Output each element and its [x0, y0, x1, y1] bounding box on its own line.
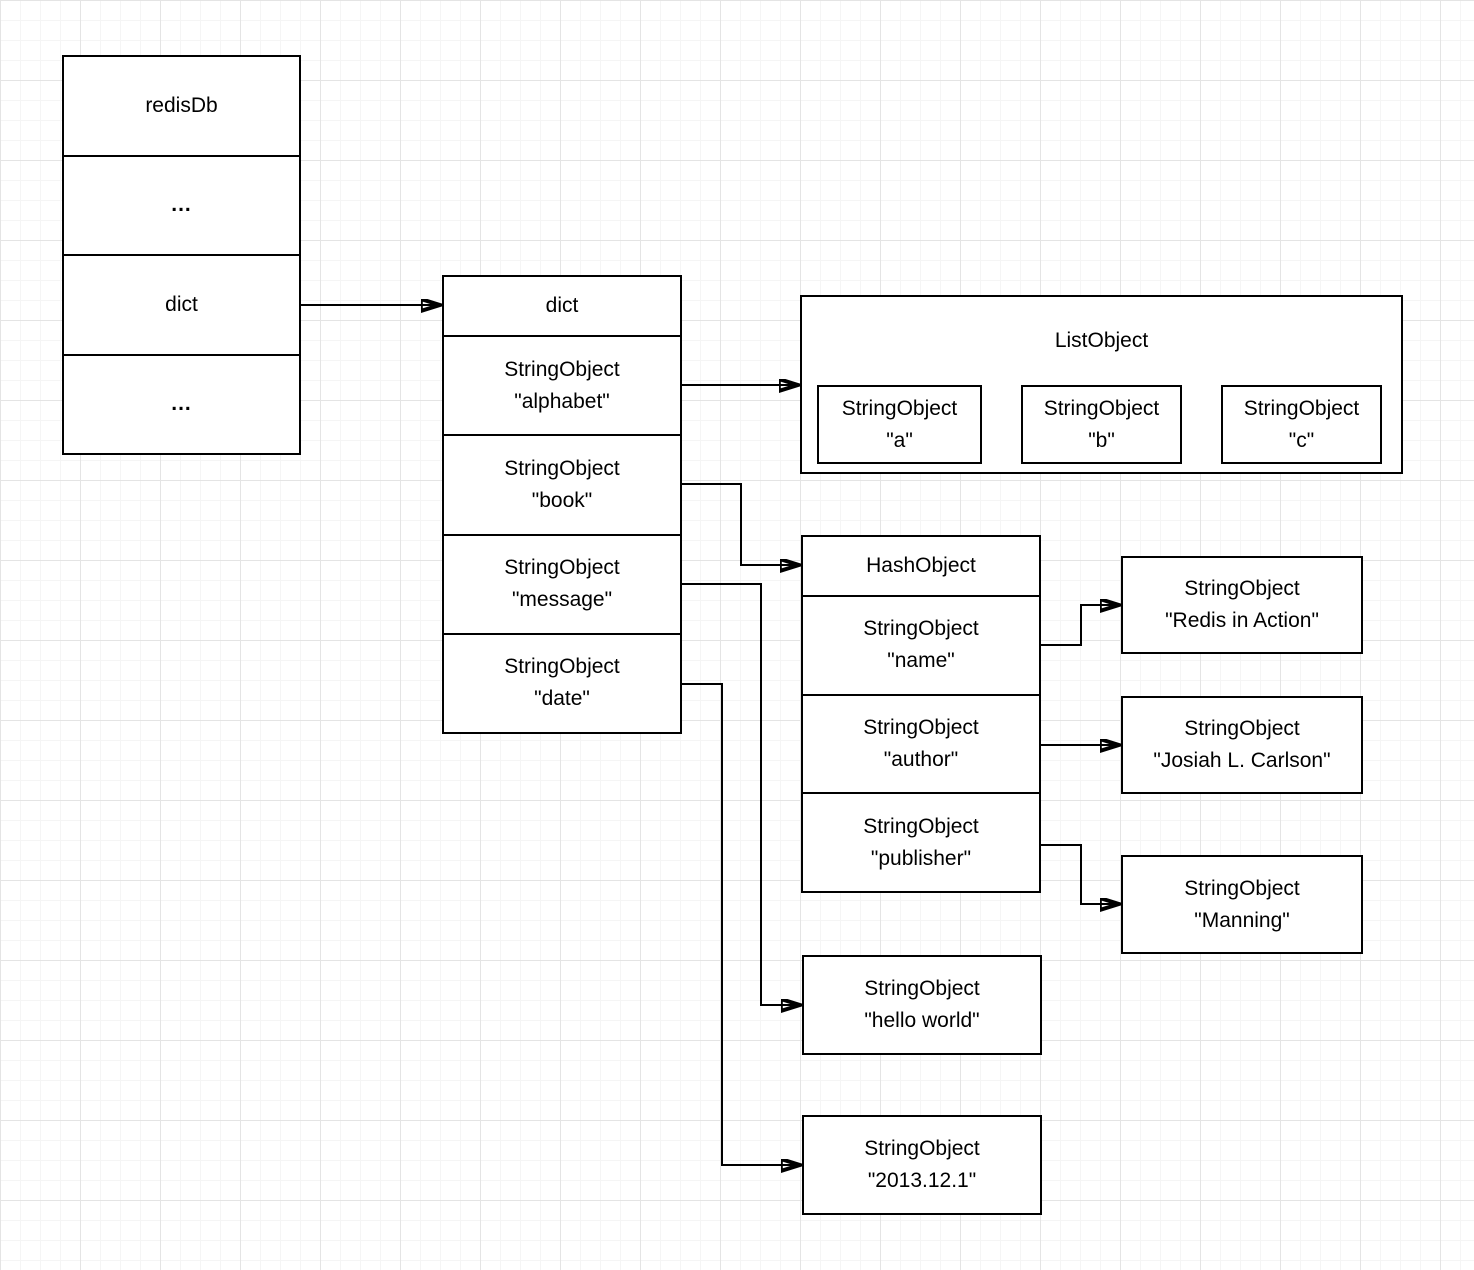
hashobject-node: HashObject StringObject "name" StringObj… — [801, 535, 1041, 893]
object-value: "2013.12.1" — [867, 1169, 977, 1192]
redisdb-title-cell: redisDb — [64, 57, 299, 155]
redisdb-dict-cell: dict — [64, 254, 299, 354]
object-value: "b" — [1088, 428, 1115, 452]
object-type: StringObject — [841, 396, 958, 420]
dict-row-message: StringObject "message" — [444, 533, 680, 633]
object-type: StringObject — [1184, 717, 1300, 740]
redisdb-dict-label: dict — [165, 292, 198, 316]
object-type: StringObject — [1184, 577, 1300, 600]
dict-node: dict StringObject "alphabet" StringObjec… — [442, 275, 682, 734]
stringobject-josiah-carlson: StringObject "Josiah L. Carlson" — [1121, 696, 1363, 794]
arrow-book-to-hashobject — [681, 483, 797, 565]
hashobject-title-cell: HashObject — [803, 537, 1039, 595]
object-type: StringObject — [1043, 396, 1160, 420]
dict-row-book: StringObject "book" — [444, 434, 680, 533]
stringobject-hello-world: StringObject "hello world" — [802, 955, 1042, 1055]
object-type: StringObject — [864, 977, 980, 1000]
redisdb-ellipsis-bottom: ... — [64, 353, 299, 454]
stringobject-redis-in-action: StringObject "Redis in Action" — [1121, 556, 1363, 654]
object-type: StringObject — [504, 456, 620, 480]
object-type: StringObject — [863, 814, 979, 838]
object-value: "book" — [531, 488, 593, 512]
object-value: "date" — [534, 687, 590, 711]
dict-row-alphabet: StringObject "alphabet" — [444, 335, 680, 434]
redisdb-node: redisDb ... dict ... — [62, 55, 301, 455]
object-value: "c" — [1288, 428, 1315, 452]
object-type: StringObject — [1184, 876, 1300, 900]
object-type: StringObject — [863, 716, 979, 739]
hashobject-row-publisher: StringObject "publisher" — [803, 792, 1039, 891]
arrow-message-to-helloworld — [681, 583, 798, 1005]
object-value: "name" — [887, 649, 955, 673]
object-value: "a" — [886, 428, 913, 452]
arrow-date-to-releasedate — [681, 683, 798, 1165]
redisdb-ellipsis-top: ... — [64, 154, 299, 255]
object-type: StringObject — [504, 357, 620, 381]
object-type: StringObject — [504, 556, 620, 580]
object-value: "Josiah L. Carlson" — [1153, 749, 1331, 772]
hashobject-title: HashObject — [866, 554, 976, 577]
object-type: StringObject — [1243, 396, 1360, 420]
object-value: "publisher" — [870, 846, 972, 870]
dict-title: dict — [545, 294, 579, 317]
ellipsis-text: ... — [171, 392, 192, 416]
object-type: StringObject — [864, 1137, 980, 1160]
listobject-title: ListObject — [1054, 329, 1149, 352]
redisdb-title: redisDb — [145, 93, 218, 117]
listobject-item-c: StringObject "c" — [1221, 385, 1382, 464]
arrow-name-to-redisinaction — [1041, 605, 1117, 646]
object-value: "Redis in Action" — [1165, 609, 1319, 632]
object-value: "Manning" — [1194, 908, 1290, 932]
listobject-item-b: StringObject "b" — [1021, 385, 1182, 464]
object-type: StringObject — [863, 617, 979, 641]
hashobject-row-author: StringObject "author" — [803, 693, 1039, 793]
object-value: "alphabet" — [514, 389, 610, 413]
listobject-title-cell: ListObject — [802, 297, 1401, 385]
dict-title-cell: dict — [444, 277, 680, 335]
object-value: "hello world" — [864, 1009, 980, 1032]
dict-row-date: StringObject "date" — [444, 632, 680, 732]
stringobject-manning: StringObject "Manning" — [1121, 855, 1363, 954]
listobject-item-a: StringObject "a" — [817, 385, 982, 464]
ellipsis-text: ... — [171, 193, 192, 217]
object-value: "author" — [883, 748, 959, 771]
stringobject-release-date: StringObject "2013.12.1" — [802, 1115, 1042, 1215]
hashobject-row-name: StringObject "name" — [803, 595, 1039, 694]
object-value: "message" — [511, 588, 613, 612]
arrow-publisher-to-manning — [1041, 844, 1117, 904]
object-type: StringObject — [504, 655, 620, 679]
